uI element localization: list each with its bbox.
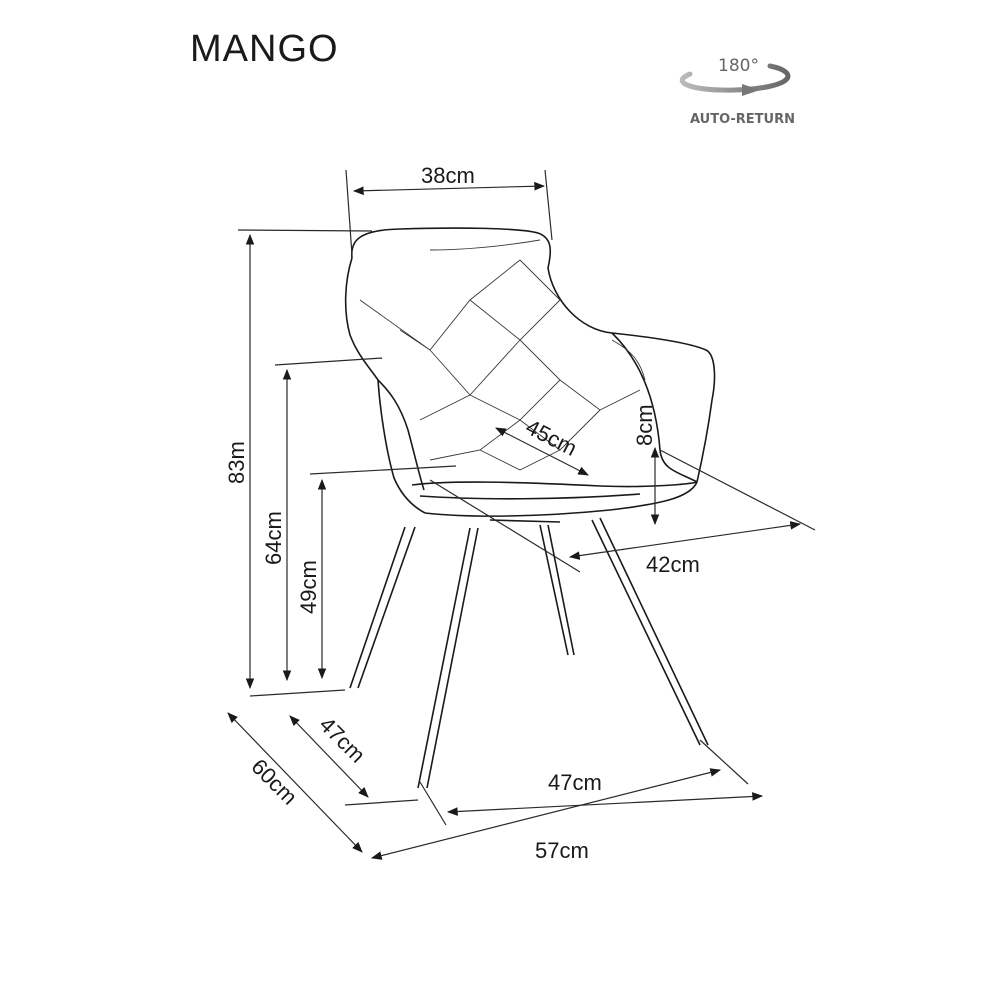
rotation-icon: 180° AUTO-RETURN: [679, 56, 795, 127]
rotation-degrees: 180°: [718, 56, 759, 76]
product-title: MANGO: [190, 28, 339, 70]
dim-armrest-height: 64cm: [261, 511, 286, 565]
dim-arm-thickness: 8cm: [632, 404, 657, 446]
dimension-lines: [227, 169, 816, 860]
dim-seat-width: 42cm: [646, 552, 700, 577]
dim-seat-height: 49cm: [296, 560, 321, 614]
dim-leg-width: 47cm: [548, 770, 602, 795]
dim-back-width: 38cm: [421, 163, 475, 188]
dim-total-width: 57cm: [535, 838, 589, 863]
dim-total-height: 83m: [224, 441, 249, 484]
rotation-label: AUTO-RETURN: [690, 112, 795, 127]
dim-leg-depth: 47cm: [314, 712, 370, 768]
chair-illustration: [344, 227, 716, 789]
